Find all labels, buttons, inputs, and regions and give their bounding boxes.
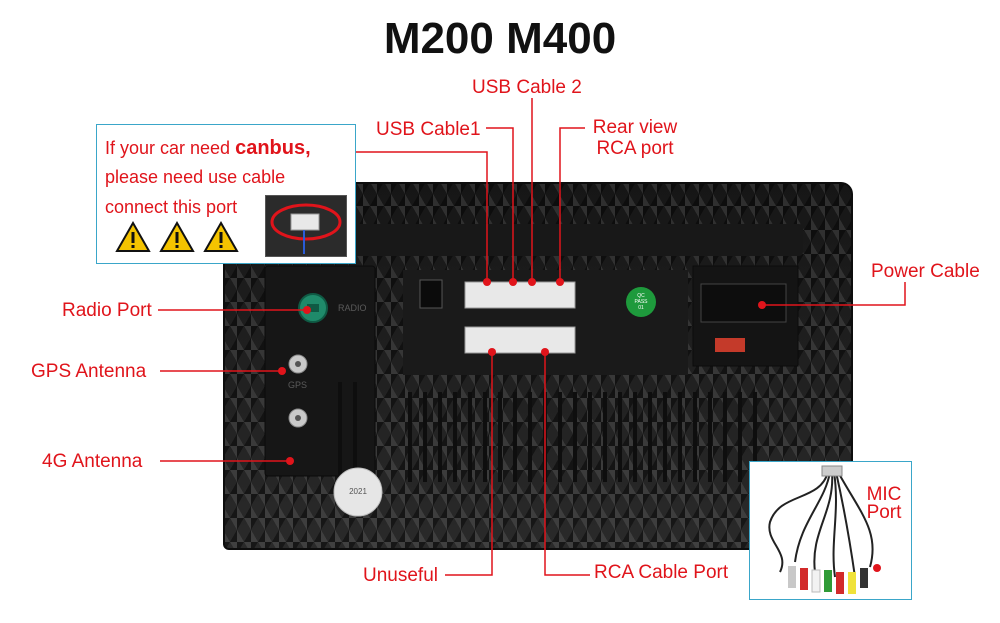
rca-connector-block <box>464 326 576 354</box>
canbus-leader <box>354 151 488 282</box>
notice-line-3: connect this port <box>105 197 238 217</box>
fuse <box>715 338 745 352</box>
rca-cable-photo <box>768 465 881 594</box>
mic-port-marker <box>873 564 881 572</box>
power-connector <box>700 283 787 323</box>
power-cable-label: Power Cable <box>871 261 980 282</box>
qc-pass-sticker <box>626 287 656 317</box>
notice-line-2: please need use cable <box>105 167 286 187</box>
usb-connector-block <box>464 281 576 309</box>
page-title: M200 M400 <box>383 14 617 63</box>
svg-text:PASS: PASS <box>635 299 649 305</box>
usb-cable-2-label: USB Cable 2 <box>472 77 582 98</box>
power-cable-leader <box>762 282 906 306</box>
rear-view-label-line-2: RCA port <box>596 138 674 159</box>
heat-sink-fins <box>338 382 757 482</box>
gps-antenna-label: GPS Antenna <box>31 361 147 382</box>
svg-text:01: 01 <box>638 305 644 311</box>
rca-plugs <box>788 566 868 594</box>
rear-view-leader <box>559 127 585 282</box>
warning-icon <box>203 221 239 252</box>
rca-cable-inset: MIC Port <box>749 461 912 600</box>
top-vents <box>283 224 803 256</box>
usb-cable-1-label: USB Cable1 <box>376 119 481 140</box>
radio-marking: RADIO <box>338 303 367 313</box>
rca-cable-port-label: RCA Cable Port <box>594 562 729 583</box>
usb-cable-1-leader <box>486 127 514 282</box>
mic-label-line-1: MIC <box>866 484 902 505</box>
optical-port <box>419 279 443 309</box>
rca-cable-port-leader <box>544 352 590 576</box>
date-sticker <box>333 467 383 517</box>
canbus-port-photo <box>265 195 347 257</box>
canbus-keyword: canbus, <box>235 137 311 159</box>
4g-antenna-label: 4G Antenna <box>42 451 143 472</box>
unuseful-label: Unuseful <box>363 565 438 586</box>
gps-marking: GPS <box>288 380 307 390</box>
warning-icon <box>159 221 195 252</box>
canbus-notice: If your car need canbus, please need use… <box>96 124 356 264</box>
sticker-year: 2021 <box>349 487 367 496</box>
svg-text:QC: QC <box>637 293 645 299</box>
warning-icon <box>115 221 151 252</box>
notice-line-1: If your car need canbus, <box>105 137 311 159</box>
mic-label-line-2: Port <box>866 502 902 523</box>
unuseful-leader <box>445 352 493 576</box>
rear-view-label-line-1: Rear view <box>592 117 678 138</box>
radio-port-label: Radio Port <box>62 300 152 321</box>
